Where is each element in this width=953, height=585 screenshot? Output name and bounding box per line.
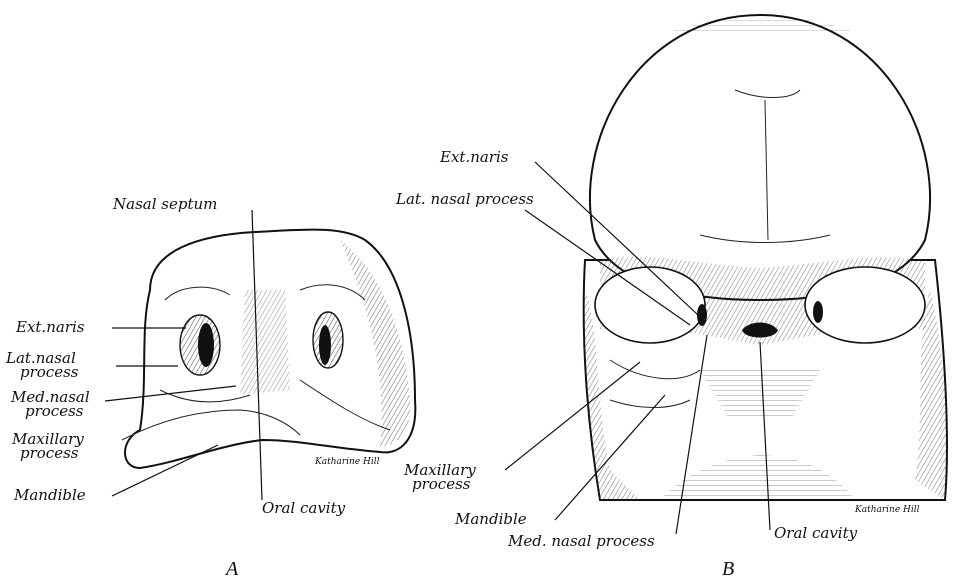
label-a-lat-nasal-process: Lat.nasal process: [6, 351, 78, 379]
label-a-nasal-septum: Nasal septum: [113, 197, 217, 212]
label-a-ext-naris: Ext.naris: [16, 320, 84, 335]
caption-b: B: [722, 562, 734, 577]
signature-a: Katharine Hill: [315, 455, 380, 470]
label-b-oral-cavity: Oral cavity: [774, 526, 857, 541]
label-b-mandible: Mandible: [455, 512, 527, 527]
label-a-oral-cavity: Oral cavity: [262, 501, 345, 516]
figure-b-right-naris: [813, 301, 823, 323]
label-b-maxillary-process: Maxillary process: [404, 463, 476, 491]
caption-a: A: [226, 562, 238, 577]
label-a-mandible: Mandible: [14, 488, 86, 503]
signature-b: Katharine Hill: [855, 503, 920, 518]
figure-a-drawing: [122, 230, 415, 468]
label-a-med-nasal-process: Med.nasal process: [11, 390, 90, 418]
figure-b-left-naris: [697, 304, 707, 326]
figure-a-left-naris: [198, 323, 214, 367]
label-a-maxillary-process: Maxillary process: [12, 432, 84, 460]
figure-a-right-naris: [319, 325, 331, 365]
label-b-med-nasal-process: Med. nasal process: [508, 534, 655, 549]
label-b-ext-naris: Ext.naris: [440, 150, 508, 165]
label-b-lat-nasal-process: Lat. nasal process: [396, 192, 534, 207]
figure-b-drawing: [584, 15, 947, 500]
